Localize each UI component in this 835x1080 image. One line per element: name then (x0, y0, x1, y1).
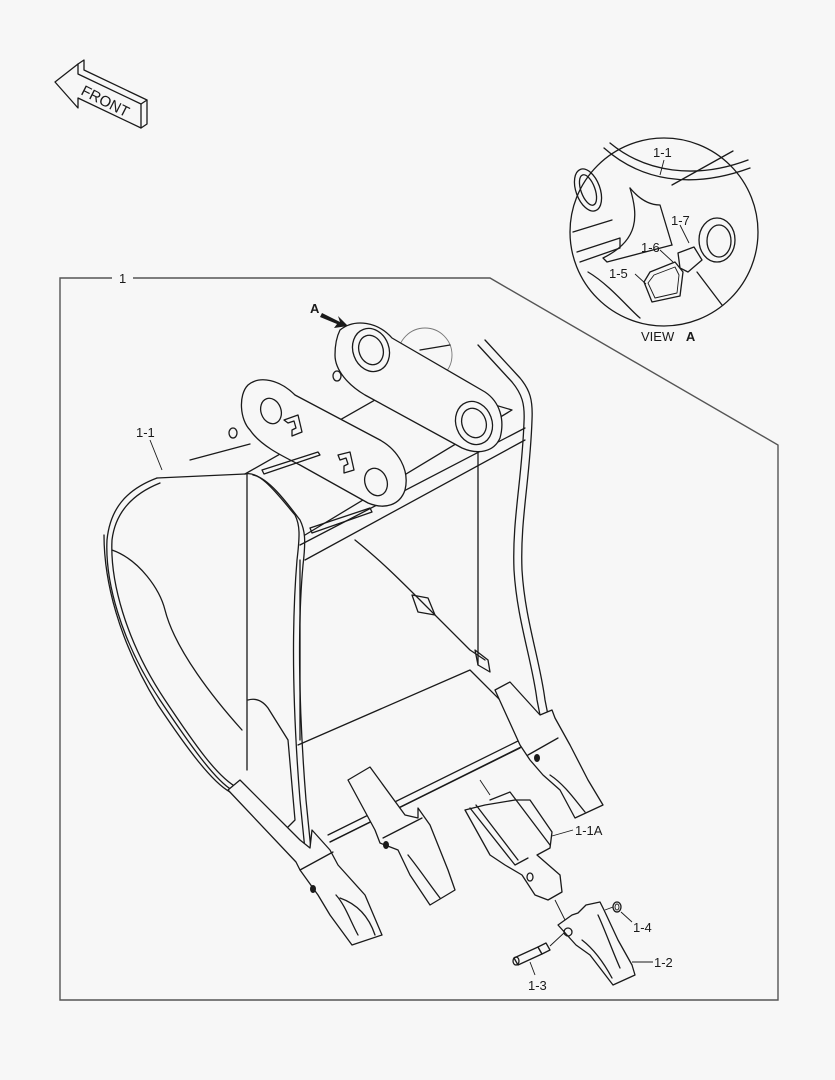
detail-label-1-1: 1-1 (653, 145, 672, 160)
tooth-right (494, 681, 604, 819)
bucket-body-label-group: 1-1 (136, 425, 163, 471)
lock-ring-exploded: 1-4 (604, 901, 652, 935)
label-1-1a: 1-1A (575, 823, 603, 838)
detail-label-1-5: 1-5 (609, 266, 628, 281)
tooth-middle (347, 766, 456, 906)
label-1-4: 1-4 (633, 920, 652, 935)
label-1-3: 1-3 (528, 978, 547, 993)
tooth-left (227, 779, 383, 946)
detail-label-1-7: 1-7 (671, 213, 690, 228)
label-1-2: 1-2 (654, 955, 673, 970)
assembly-label: 1 (119, 271, 126, 286)
view-direction-arrow-icon: A (310, 301, 348, 328)
view-caption-ref: A (686, 329, 696, 344)
view-caption-prefix: VIEW (641, 329, 675, 344)
adapter-exploded: 1-1A (464, 779, 603, 901)
assembly-frame: 1 (59, 271, 779, 1001)
detail-label-1-6: 1-6 (641, 240, 660, 255)
bucket-body (103, 322, 549, 851)
front-direction-arrow-icon: FRONT (54, 59, 148, 129)
label-1-1: 1-1 (136, 425, 155, 440)
view-pointer-label: A (310, 301, 320, 316)
detail-view-a: 1-1 1-7 1-6 1-5 VIEW A (569, 137, 759, 344)
pin-exploded: 1-3 (512, 931, 566, 993)
tooth-point-exploded: 1-2 (554, 899, 673, 986)
view-a-caption: VIEW A (641, 329, 696, 344)
